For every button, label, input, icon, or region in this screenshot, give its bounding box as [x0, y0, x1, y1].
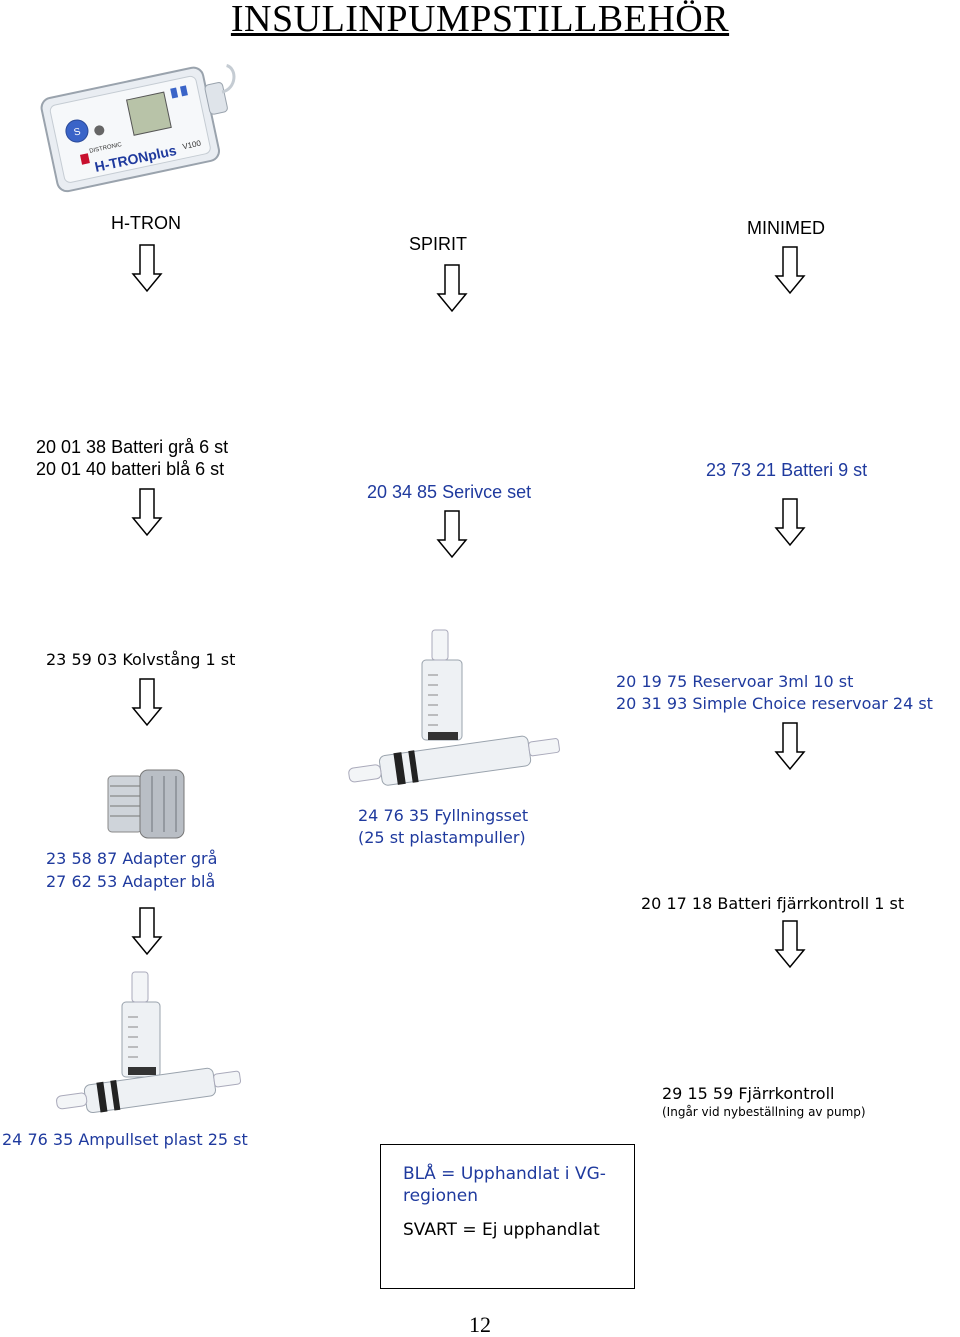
down-arrow-icon — [131, 244, 163, 293]
brand-minimed: MINIMED — [747, 218, 825, 238]
remote-control-note: (Ingår vid nybeställning av pump) — [662, 1105, 866, 1119]
htron-battery-blue: 20 01 40 batteri blå 6 st — [36, 459, 225, 479]
fill-set: 24 76 35 Fyllningsset — [358, 806, 529, 825]
down-arrow-icon — [774, 722, 806, 771]
down-arrow-icon — [131, 678, 163, 727]
brand-spirit: SPIRIT — [409, 234, 468, 254]
legend-blue-line2: regionen — [403, 1186, 478, 1206]
legend-box: BLÅ = Upphandlat i VG- regionen SVART = … — [380, 1144, 635, 1289]
minimed-battery: 23 73 21 Batteri 9 st — [706, 460, 868, 480]
htron-kolvstang: 23 59 03 Kolvstång 1 st — [46, 650, 236, 669]
down-arrow-icon — [774, 920, 806, 969]
svg-text:S: S — [73, 126, 82, 138]
htron-battery-grey: 20 01 38 Batteri grå 6 st — [36, 437, 229, 457]
insulin-pump-image: S H-TRONplus V100 DISTRONIC — [40, 64, 236, 193]
adapter-image — [107, 769, 185, 839]
legend-black-line: SVART = Ej upphandlat — [403, 1220, 600, 1240]
down-arrow-icon — [436, 264, 468, 313]
adapter-grey: 23 58 87 Adapter grå — [46, 849, 218, 868]
syringe-ampoule-image — [348, 629, 560, 786]
pump-version-label: V100 — [182, 139, 203, 152]
brand-htron: H-TRON — [111, 213, 181, 233]
minimed-reservoar-3ml: 20 19 75 Reservoar 3ml 10 st — [616, 672, 854, 691]
adapter-blue: 27 62 53 Adapter blå — [46, 872, 216, 891]
down-arrow-icon — [131, 488, 163, 537]
ampullset: 24 76 35 Ampullset plast 25 st — [2, 1130, 248, 1149]
syringe-ampoule-image — [56, 971, 242, 1114]
spirit-service-set: 20 34 85 Serivce set — [367, 482, 532, 502]
down-arrow-icon — [436, 510, 468, 559]
down-arrow-icon — [774, 246, 806, 295]
page-title: INSULINPUMPSTILLBEHÖR — [230, 0, 730, 40]
remote-control: 29 15 59 Fjärrkontroll — [662, 1084, 835, 1103]
page-number: 12 — [469, 1312, 491, 1337]
down-arrow-icon — [131, 907, 163, 956]
remote-battery: 20 17 18 Batteri fjärrkontroll 1 st — [641, 894, 905, 913]
down-arrow-icon — [774, 498, 806, 547]
legend-blue-line1: BLÅ = Upphandlat i VG- — [403, 1164, 606, 1184]
fill-set-note: (25 st plastampuller) — [358, 828, 526, 847]
minimed-simple-choice: 20 31 93 Simple Choice reservoar 24 st — [616, 694, 933, 713]
